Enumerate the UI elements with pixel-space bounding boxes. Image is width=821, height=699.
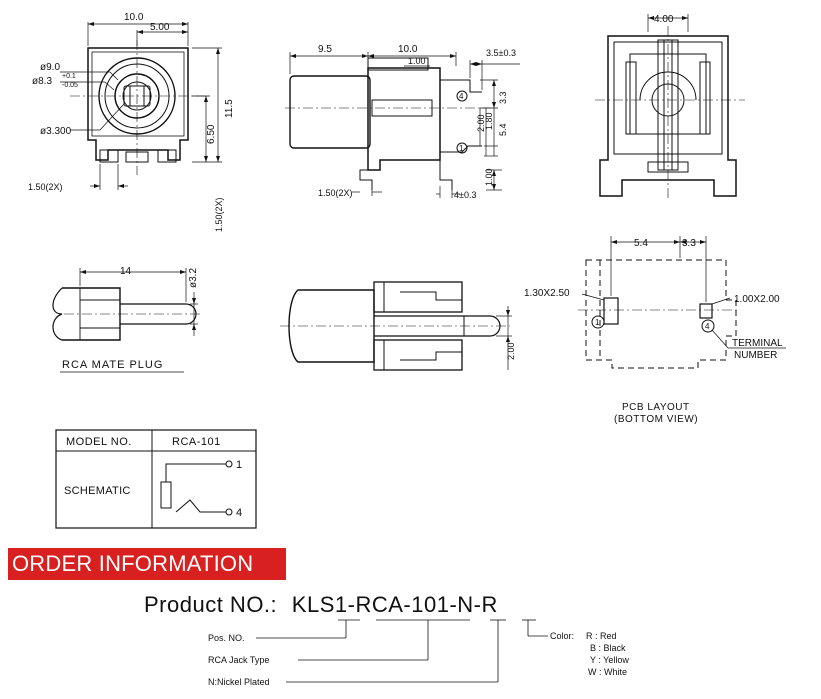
dim-side-pin-offset: 3.5±0.3: [486, 48, 516, 58]
front-view-arrows: [648, 16, 688, 20]
order-color-red: R : Red: [586, 631, 617, 641]
order-color-yellow: Y : Yellow: [590, 655, 629, 665]
pad-large-size: 1.30X2.50: [524, 288, 570, 299]
dim-side-h1: 3.3: [498, 91, 508, 104]
dim-tab-vertical: 1.50(2X): [214, 197, 224, 232]
order-color-black: B : Black: [590, 643, 626, 653]
terminal-number-label-1: TERMINAL: [732, 338, 783, 349]
dim-side-h2: 2.00: [476, 114, 486, 132]
pcb-caption-2: (BOTTOM VIEW): [614, 414, 698, 425]
schematic-symbol: [160, 460, 233, 516]
order-leaders: [256, 619, 548, 683]
top-view-dimensions: [60, 22, 222, 190]
pcb-terminal-4: 4: [705, 322, 710, 331]
dim-top-center: 6.50: [206, 124, 217, 144]
mate-plug-outline: [52, 287, 200, 373]
pcb-layout-arrows: [611, 240, 706, 244]
dim-section-pin: 2.00: [506, 342, 516, 360]
dim-front-width: 4.00: [654, 14, 674, 25]
terminal-4-label: 4: [459, 92, 464, 101]
section-view-arrows: [506, 310, 510, 342]
dim-diameter-8-3: ø8.3: [32, 76, 52, 87]
dim-plug-length: 14: [120, 266, 132, 277]
dim-diameter-9: ø9.0: [40, 62, 60, 73]
front-view-dimensions: [647, 14, 689, 32]
dim-top-height: 11.5: [224, 99, 235, 118]
mate-plug-caption: RCA MATE PLUG: [62, 359, 163, 371]
mate-plug-arrows: [80, 270, 196, 330]
code-type: RCA-101: [355, 592, 450, 617]
code-separator-1: -: [347, 592, 356, 617]
side-view-outline: [285, 57, 490, 190]
dim-side-h3: 1.80: [484, 112, 494, 130]
mate-plug-dimensions: [79, 268, 198, 336]
order-plating-label: N:Nickel Plated: [208, 677, 270, 687]
table-header-model-no: MODEL NO.: [66, 436, 132, 448]
code-plating: N: [457, 592, 474, 617]
dim-pcb-b: 3.3: [682, 238, 696, 249]
schematic-pin-1: 1: [236, 459, 242, 471]
code-separator-3: -: [473, 592, 482, 617]
order-information-title: ORDER INFORMATION: [12, 551, 254, 576]
order-pos-label: Pos. NO.: [208, 633, 245, 643]
dim-tab-2x: 1.50(2X): [28, 182, 63, 192]
dim-side-pin-pitch: 4±0.3: [454, 190, 476, 200]
dim-side-tab: 1.50(2X): [318, 188, 353, 198]
order-color-title: Color:: [550, 631, 574, 641]
pcb-terminal-1: 1: [595, 318, 600, 327]
order-type-label: RCA Jack Type: [208, 655, 269, 665]
code-color: R: [481, 592, 498, 617]
dim-top-width: 10.0: [124, 12, 144, 23]
dim-pcb-a: 5.4: [634, 238, 648, 249]
order-information-banner: ORDER INFORMATION: [8, 548, 286, 580]
order-color-white: W : White: [588, 667, 627, 677]
front-view-outline: [595, 26, 745, 200]
dim-side-h5: 1.00: [484, 168, 494, 186]
schematic-pin-4: 4: [236, 507, 242, 519]
dim-side-body: 9.5: [318, 44, 332, 55]
dim-top-half: 5.00: [150, 22, 170, 33]
dim-diameter-8-3-tol-plus: +0.1: [62, 73, 76, 80]
code-separator-2: -: [449, 592, 458, 617]
pcb-layout-dimensions: [581, 236, 786, 349]
product-number-line: Product NO.: KLS1-RCA-101-N-R: [144, 592, 498, 618]
terminal-number-label-2: NUMBER: [734, 350, 777, 361]
model-table: [55, 429, 257, 529]
section-view-outline: [280, 281, 510, 371]
pcb-caption-1: PCB LAYOUT: [622, 402, 690, 413]
code-position: 1: [334, 592, 348, 617]
code-prefix: KLS: [291, 592, 335, 617]
pcb-layout-pads: [578, 297, 740, 333]
top-view-arrows: [88, 22, 220, 188]
table-header-model-value: RCA-101: [172, 436, 221, 448]
top-view-outline: [70, 40, 205, 175]
dim-plug-diameter: ø3.2: [188, 268, 199, 288]
dim-side-width: 10.0: [398, 44, 418, 55]
dim-side-small: 1.00: [408, 56, 426, 66]
dim-side-h4: 5.4: [498, 123, 508, 136]
side-view-arrows: [290, 54, 496, 190]
terminal-1-label: 1: [459, 144, 464, 153]
pad-small-size: 1.00X2.00: [734, 294, 780, 305]
dim-diameter-8-3-tol-minus: -0.05: [62, 82, 78, 89]
pcb-layout-outline: [585, 259, 737, 369]
product-number-label: Product NO.:: [144, 592, 278, 617]
dim-diameter-3-3: ø3.300: [40, 126, 72, 137]
table-row-schematic: SCHEMATIC: [64, 485, 131, 497]
